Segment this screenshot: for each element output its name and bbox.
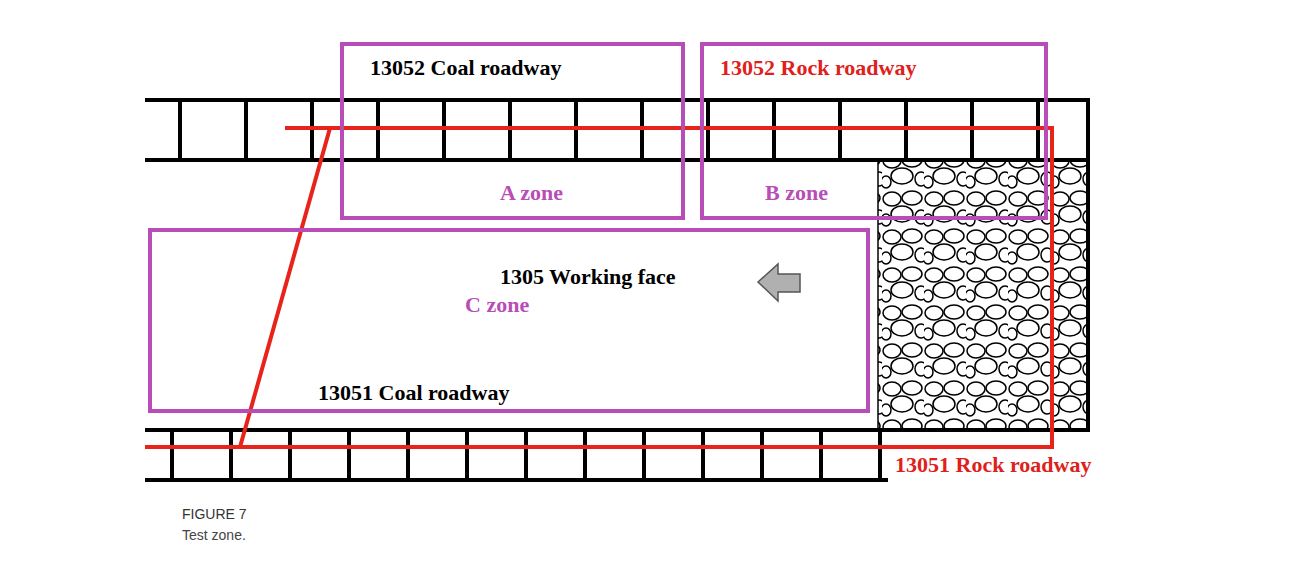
support-rung (229, 430, 233, 480)
support-rung (819, 430, 823, 480)
working-face-name: 1305 Working face (500, 264, 676, 289)
figure-caption: Test zone. (182, 527, 246, 543)
support-rung (347, 430, 351, 480)
figure-number: FIGURE 7 (180, 506, 249, 522)
zone-box: 13052 Coal roadway A zone (340, 42, 685, 220)
goaf-rubble (878, 160, 1088, 430)
support-rung (178, 100, 182, 160)
goaf-edge (877, 160, 879, 430)
support-rung (878, 430, 882, 480)
support-rung (642, 430, 646, 480)
roadway-walls (145, 98, 1090, 480)
support-rung (406, 430, 410, 480)
roadway-supports (172, 100, 1038, 480)
roadway-name: 13052 Coal roadway (370, 55, 562, 80)
roadway-wall (145, 428, 1090, 432)
advance-arrow (758, 264, 800, 301)
support-rung (701, 430, 705, 480)
support-rung (288, 430, 292, 480)
roadway-wall (145, 98, 1090, 102)
rock-roadway-line (145, 128, 1052, 447)
support-rung (760, 430, 764, 480)
support-rung (244, 100, 248, 160)
roadway-wall (145, 158, 1090, 162)
zone-box: 1305 Working face C zone 13051 Coal roadwa… (148, 228, 870, 413)
zone-label: C zone (465, 292, 529, 317)
roadway-name: 13051 Coal roadway (318, 380, 510, 405)
support-rung (465, 430, 469, 480)
support-rung (524, 430, 528, 480)
rock-roadway-line (240, 128, 330, 447)
roadway-name: 13051 Rock roadway (893, 452, 1093, 477)
roadway-wall (145, 478, 888, 482)
roadway-name: 13052 Rock roadway (720, 55, 916, 80)
zone-label: A zone (500, 180, 563, 205)
zone-label: B zone (765, 180, 828, 205)
rock-roadway-line (145, 128, 1052, 447)
zone-box: 13052 Rock roadway B zone (700, 42, 1048, 220)
support-rung (170, 430, 174, 480)
roadway-wall (1086, 98, 1090, 432)
support-rung (583, 430, 587, 480)
